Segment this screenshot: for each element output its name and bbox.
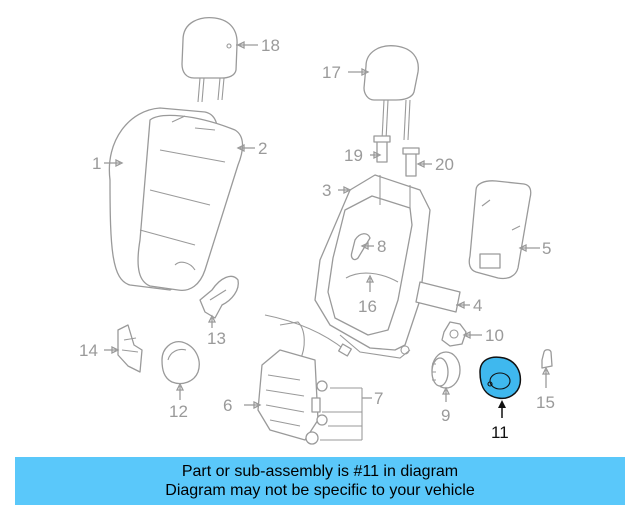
part-7-fasteners [305, 380, 363, 445]
callout-10: 10 [485, 326, 504, 345]
part-12-cover [161, 341, 200, 385]
callout-12: 12 [169, 402, 188, 421]
part-9-wheel [431, 351, 461, 389]
callout-7: 7 [374, 389, 383, 408]
part-11-highlighted [479, 356, 522, 400]
callout-14: 14 [79, 341, 98, 360]
callout-9: 9 [441, 406, 450, 425]
part-8-handle [350, 233, 371, 261]
part-14-clip [117, 324, 143, 373]
callout-16: 16 [358, 297, 377, 316]
leader-line-11 [498, 400, 506, 418]
callout-18: 18 [261, 36, 280, 55]
part-10-knob [441, 321, 467, 347]
callout-13: 13 [207, 329, 226, 348]
callout-6: 6 [223, 396, 232, 415]
banner-line-1: Part or sub-assembly is #11 in diagram [181, 463, 459, 480]
parts-diagram: 1 2 3 4 5 6 7 8 9 10 11 12 13 14 15 16 1… [79, 16, 555, 445]
part-15-pin [541, 349, 553, 369]
part-4-bar [415, 281, 461, 313]
part-18-headrest [181, 16, 238, 103]
callout-15: 15 [536, 393, 555, 412]
part-20-guide [402, 147, 420, 177]
callout-19: 19 [344, 146, 363, 165]
callout-20: 20 [435, 155, 454, 174]
callout-5: 5 [542, 239, 551, 258]
callout-1: 1 [92, 154, 101, 173]
callout-3: 3 [322, 181, 331, 200]
part-17-headrest [363, 45, 419, 141]
callout-2: 2 [258, 139, 267, 158]
part-5-panel [468, 180, 532, 280]
banner-line-2: Diagram may not be specific to your vehi… [165, 482, 475, 499]
part-3-frame [314, 174, 431, 359]
callout-4: 4 [473, 296, 482, 315]
part-1-2-seatback-cover [108, 107, 244, 291]
callout-11: 11 [491, 423, 509, 442]
callout-17: 17 [322, 63, 341, 82]
part-6-mechanism [257, 314, 352, 441]
callout-8: 8 [377, 237, 386, 256]
leader-lines [104, 40, 551, 410]
info-banner: Part or sub-assembly is #11 in diagram D… [15, 457, 625, 505]
part-13-bracket [199, 275, 239, 319]
part-19-guide [373, 135, 391, 163]
